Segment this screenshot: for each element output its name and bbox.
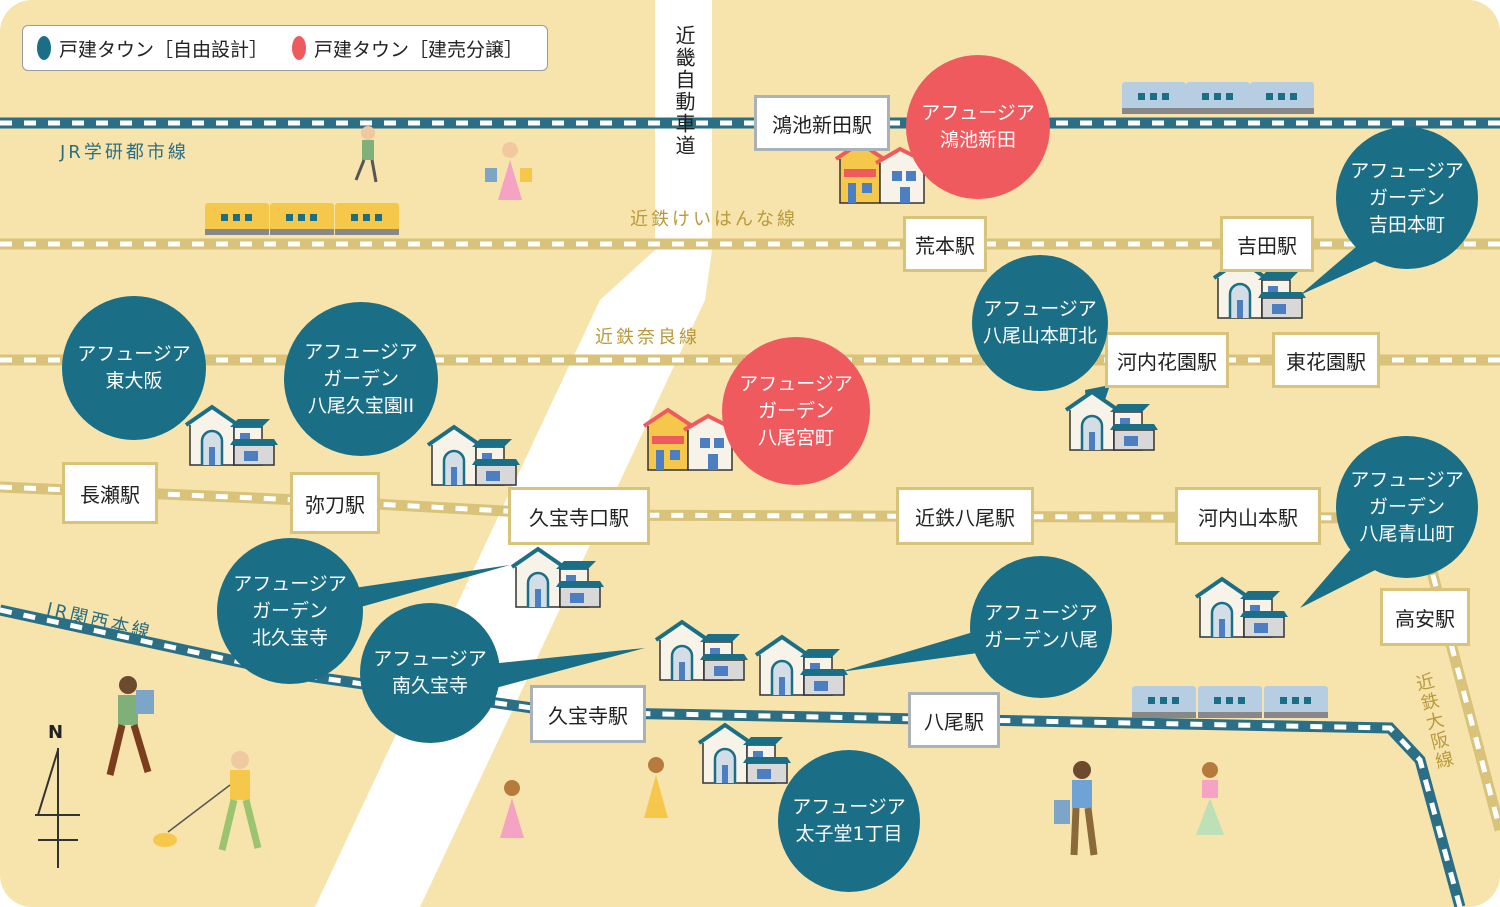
development-name-line: アフュージア bbox=[739, 372, 853, 395]
station-mito[interactable]: 弥刀駅 bbox=[290, 472, 380, 534]
legend-ready-label: 戸建タウン［建売分譲］ bbox=[313, 38, 523, 61]
development-yao-aoyamacho[interactable]: アフュージア ガーデン 八尾青山町 bbox=[1336, 436, 1478, 578]
development-konoike-shinden[interactable]: アフュージア 鴻池新田 bbox=[906, 55, 1050, 199]
development-garden-yao[interactable]: アフュージア ガーデン八尾 bbox=[970, 556, 1112, 698]
line-label-jr-gakken: JR学研都市線 bbox=[60, 142, 189, 163]
development-name-line: 吉田本町 bbox=[1368, 213, 1445, 236]
development-name-line: アフュージア bbox=[984, 602, 1098, 624]
expressway bbox=[315, 0, 712, 907]
development-name-line: アフュージア bbox=[304, 340, 418, 363]
development-name-line: 東大阪 bbox=[105, 370, 163, 392]
development-name-line: 八尾山本町北 bbox=[982, 325, 1097, 347]
development-yao-kyuhoen[interactable]: アフュージア ガーデン 八尾久宝園II bbox=[284, 302, 438, 456]
development-name-line: アフュージア bbox=[233, 572, 347, 595]
train-icon bbox=[1122, 82, 1186, 114]
development-name-line: 北久宝寺 bbox=[251, 626, 328, 649]
development-name-line: アフュージア bbox=[983, 298, 1097, 320]
station-kyuhoji[interactable]: 久宝寺駅 bbox=[530, 685, 646, 743]
station-kawachi-hanazono[interactable]: 河内花園駅 bbox=[1105, 332, 1229, 388]
train-icon bbox=[1132, 686, 1196, 718]
development-name-line: ガーデン bbox=[322, 367, 399, 390]
development-higashiosaka[interactable]: アフュージア 東大阪 bbox=[62, 296, 206, 440]
north-label: N bbox=[48, 722, 64, 743]
development-name-line: アフュージア bbox=[1350, 159, 1464, 182]
person-icon bbox=[106, 126, 1224, 856]
development-yoshida-honmachi[interactable]: アフュージア ガーデン 吉田本町 bbox=[1336, 127, 1478, 269]
development-name-line: ガーデン bbox=[1368, 495, 1445, 518]
development-name-line: アフュージア bbox=[921, 102, 1035, 124]
station-kyuhoji-guchi[interactable]: 久宝寺口駅 bbox=[508, 487, 650, 545]
development-name-line: 八尾久宝園II bbox=[307, 394, 415, 417]
legend-custom-dot bbox=[37, 36, 51, 60]
station-kintetsu-yao[interactable]: 近鉄八尾駅 bbox=[896, 487, 1034, 545]
station-konoike-shinden[interactable]: 鴻池新田駅 bbox=[754, 95, 890, 151]
legend-ready-dot bbox=[292, 36, 306, 60]
development-name-line: アフュージア bbox=[792, 796, 906, 818]
line-label-nara: 近鉄奈良線 bbox=[595, 327, 700, 348]
line-label-keihanna: 近鉄けいはんな線 bbox=[630, 209, 798, 230]
station-yoshida[interactable]: 吉田駅 bbox=[1220, 216, 1314, 272]
development-name-line: 鴻池新田 bbox=[939, 129, 1016, 151]
development-kitakyuhoji[interactable]: アフュージア ガーデン 北久宝寺 bbox=[217, 538, 363, 684]
station-takayasu[interactable]: 高安駅 bbox=[1380, 588, 1470, 646]
development-minamikyuhoji[interactable]: アフュージア 南久宝寺 bbox=[360, 603, 500, 743]
development-yao-miyamachi[interactable]: アフュージア ガーデン 八尾宮町 bbox=[722, 337, 870, 485]
development-taishido[interactable]: アフュージア 太子堂1丁目 bbox=[778, 750, 920, 892]
development-name-line: ガーデン bbox=[757, 399, 834, 422]
development-name-line: アフュージア bbox=[373, 648, 487, 670]
development-name-line: 太子堂1丁目 bbox=[795, 823, 903, 845]
station-higashi-hanazono[interactable]: 東花園駅 bbox=[1272, 332, 1380, 388]
expressway-label: 近畿自動車道 bbox=[672, 25, 696, 157]
station-yao[interactable]: 八尾駅 bbox=[908, 692, 1000, 748]
map-legend: 戸建タウン［自由設計］ 戸建タウン［建売分譲］ bbox=[22, 25, 548, 71]
station-nagase[interactable]: 長瀬駅 bbox=[62, 462, 158, 524]
development-name-line: ガーデン八尾 bbox=[983, 629, 1098, 651]
station-kawachi-yamamoto[interactable]: 河内山本駅 bbox=[1175, 487, 1321, 545]
development-name-line: 八尾青山町 bbox=[1359, 522, 1455, 545]
station-aramoto[interactable]: 荒本駅 bbox=[903, 216, 987, 272]
development-yao-yamamotocho-kita[interactable]: アフュージア 八尾山本町北 bbox=[972, 255, 1108, 391]
development-name-line: 南久宝寺 bbox=[391, 675, 468, 697]
legend-custom-label: 戸建タウン［自由設計］ bbox=[58, 38, 268, 61]
development-name-line: 八尾宮町 bbox=[757, 426, 834, 449]
development-name-line: ガーデン bbox=[1368, 186, 1445, 209]
north-arrow-icon bbox=[35, 748, 80, 868]
train-icon bbox=[205, 203, 269, 235]
development-name-line: アフュージア bbox=[1350, 468, 1464, 491]
development-name-line: アフュージア bbox=[77, 343, 191, 365]
development-name-line: ガーデン bbox=[251, 599, 328, 622]
